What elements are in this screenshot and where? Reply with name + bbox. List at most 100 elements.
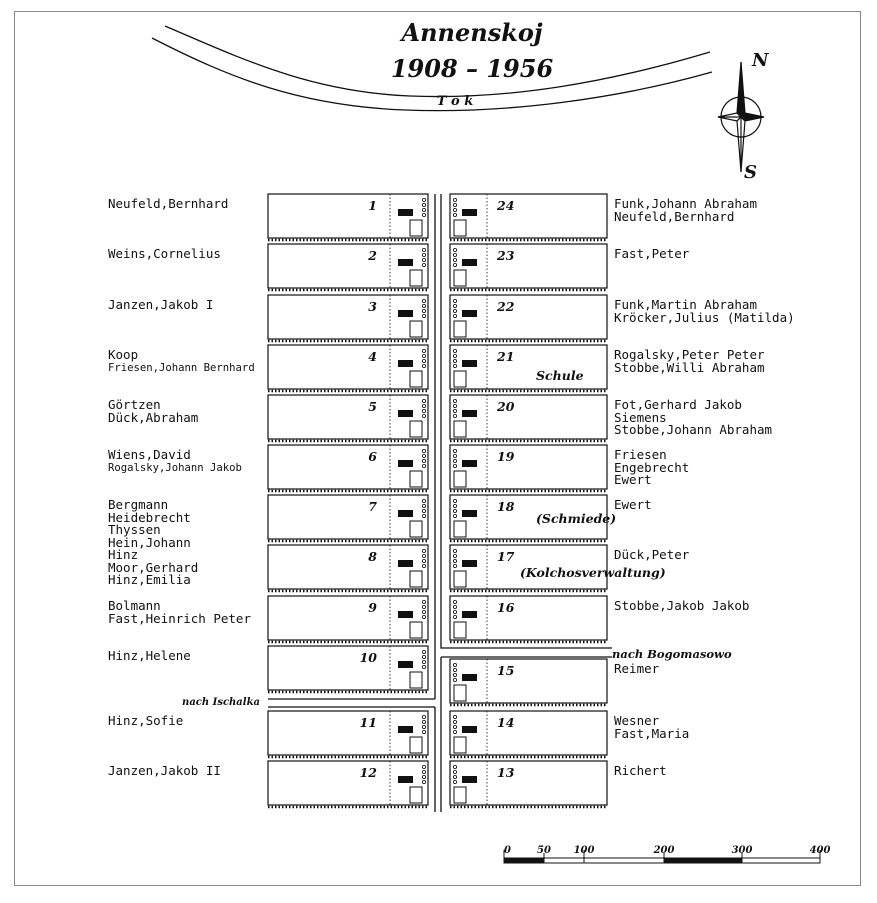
owner-name: Thyssen — [108, 522, 161, 538]
house-mark — [462, 259, 477, 266]
plot-18: 18 — [449, 494, 608, 543]
plot-21: 21 — [449, 344, 608, 393]
house-mark — [398, 661, 413, 668]
house-mark — [462, 360, 477, 367]
house-mark — [398, 259, 413, 266]
owner-name: Rogalsky,Peter Peter — [614, 347, 765, 362]
scale-tick-label: 300 — [732, 845, 753, 856]
plot-24: 24 — [449, 193, 608, 242]
house-mark — [398, 209, 413, 216]
owner-name: Neufeld,Bernhard — [614, 208, 735, 224]
owner-name: Wesner — [614, 713, 660, 728]
house-mark — [398, 510, 413, 517]
house-mark — [462, 776, 477, 783]
plot-3-owners: Janzen,Jakob I — [108, 297, 214, 312]
house-mark — [462, 510, 477, 517]
plot-number: 14 — [497, 715, 514, 730]
scale-tick-label: 200 — [653, 845, 675, 856]
plot-18-owners: Ewert — [614, 497, 652, 512]
owner-name: Neufeld,Bernhard — [108, 196, 229, 211]
road-west-label: nach Ischalka — [182, 697, 260, 708]
house-mark — [398, 360, 413, 367]
map-years: 1908 – 1956 — [391, 54, 554, 83]
owner-name: Stobbe,Johann Abraham — [614, 422, 773, 438]
map-frame — [14, 11, 861, 886]
plot-2-owners: Weins,Cornelius — [108, 247, 221, 261]
owner-name: Ewert — [614, 472, 652, 488]
house-mark — [462, 726, 477, 733]
plot-16-owners: Stobbe,Jakob Jakob — [614, 599, 749, 613]
plot-10-owners: Hinz,Helene — [108, 648, 191, 663]
plot-number: 2 — [367, 248, 377, 263]
plot-19: 19 — [449, 444, 608, 493]
plot-15-owners: Reimer — [614, 661, 660, 676]
house-mark — [462, 460, 477, 467]
owner-name: Koop — [108, 347, 139, 362]
plot-number: 4 — [368, 349, 377, 364]
house-mark — [462, 310, 477, 317]
plot-15: 15 — [449, 658, 608, 707]
plot-23: 23 — [449, 243, 608, 292]
plot-number: 3 — [368, 299, 377, 314]
plot-number: 24 — [496, 198, 514, 213]
kolchos-label: (Kolchosverwaltung) — [520, 565, 666, 580]
plot-number: 13 — [497, 765, 515, 780]
plot-number: 12 — [360, 765, 378, 780]
compass-rose — [717, 61, 765, 173]
plot-2: 2 — [267, 243, 429, 292]
owner-name: Friesen — [614, 447, 667, 462]
owner-name: Heidebrecht — [108, 509, 191, 525]
plot-23-owners: Fast,Peter — [614, 246, 690, 261]
house-mark — [462, 560, 477, 567]
owner-name: Ewert — [614, 497, 652, 512]
house-mark — [398, 776, 413, 783]
owner-name: Engebrecht — [614, 459, 690, 475]
school-label: Schule — [536, 368, 584, 383]
owner-name: Siemens — [614, 409, 667, 425]
main-street — [268, 194, 612, 812]
owner-name: Reimer — [614, 661, 660, 676]
owner-name: Hein,Johann — [108, 534, 191, 550]
house-mark — [462, 209, 477, 216]
owner-name: Janzen,Jakob II — [108, 763, 221, 778]
plot-16: 16 — [449, 595, 608, 644]
owner-name: Hinz,Helene — [108, 648, 191, 663]
plot-number: 17 — [497, 549, 515, 564]
owner-name: Fast,Maria — [614, 725, 690, 741]
plot-1: 1 — [267, 193, 429, 242]
plot-11-owners: Hinz,Sofie — [108, 713, 184, 728]
scale-tick-label: 50 — [537, 845, 551, 856]
plot-12: 12 — [267, 760, 429, 809]
river-tok — [151, 25, 713, 112]
compass-south: S — [744, 162, 757, 183]
owner-name: Hinz,Sofie — [108, 713, 184, 728]
owner-name: Dück,Abraham — [108, 409, 199, 425]
plot-8: 8 — [267, 544, 429, 593]
plot-17-owners: Dück,Peter — [614, 548, 689, 562]
road-east-label: nach Bogomasowo — [612, 647, 732, 661]
owner-name: Wiens,David — [108, 447, 191, 462]
owner-name: Fast,Peter — [614, 246, 690, 261]
plot-12-owners: Janzen,Jakob II — [108, 763, 221, 778]
owner-name: Funk,Martin Abraham — [614, 297, 757, 312]
plot-number: 6 — [368, 449, 377, 464]
owner-name: Bolmann — [108, 598, 161, 613]
house-mark — [398, 310, 413, 317]
plot-number: 5 — [368, 399, 377, 414]
owner-name: Görtzen — [108, 397, 161, 412]
plot-number: 23 — [496, 248, 515, 263]
owner-name: Janzen,Jakob I — [108, 297, 214, 312]
plot-number: 18 — [497, 499, 515, 514]
scale-tick-label: 100 — [574, 845, 595, 856]
house-mark — [398, 611, 413, 618]
owner-name: Moor,Gerhard — [108, 559, 199, 575]
